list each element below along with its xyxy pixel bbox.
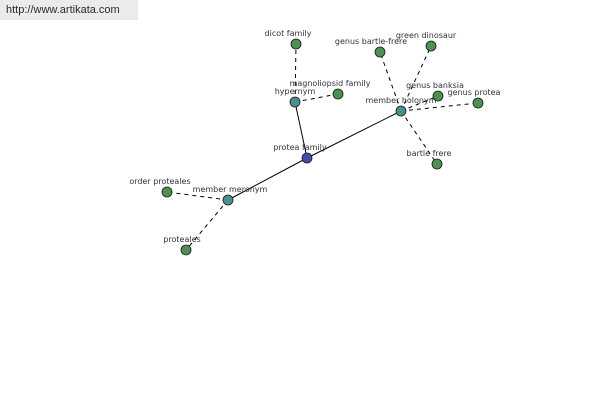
edge-member-holonym-genus-bartle-frere xyxy=(379,51,402,112)
site-banner[interactable]: http://www.artikata.com xyxy=(0,0,138,20)
site-url-link[interactable]: http://www.artikata.com xyxy=(6,4,120,16)
edge-hypernym-dicot-family xyxy=(294,43,297,103)
genus-bartle-frere-label[interactable]: genus bartle-frere xyxy=(335,37,407,46)
edge-member-meronym-order-proteales xyxy=(166,191,229,201)
green-dinosaur-label[interactable]: green dinosaur xyxy=(396,31,457,40)
member-meronym-node[interactable] xyxy=(222,194,234,206)
dicot-family-node[interactable] xyxy=(290,38,302,50)
edge-member-holonym-green-dinosaur xyxy=(400,45,432,112)
order-proteales-node[interactable] xyxy=(161,186,173,198)
genus-banksia-node[interactable] xyxy=(432,90,444,102)
magnoliopsid-family-node[interactable] xyxy=(332,88,344,100)
genus-protea-label[interactable]: genus protea xyxy=(448,88,501,97)
magnoliopsid-family-label[interactable]: magnoliopsid family xyxy=(290,79,371,88)
genus-bartle-frere-node[interactable] xyxy=(374,46,386,58)
protea-family-node[interactable] xyxy=(301,152,313,164)
graph-nodes xyxy=(161,38,484,256)
dicot-family-label[interactable]: dicot family xyxy=(265,29,312,38)
member-holonym-node[interactable] xyxy=(395,105,407,117)
hypernym-label[interactable]: hypernym xyxy=(275,87,316,96)
genus-banksia-label[interactable]: genus banksia xyxy=(406,81,464,90)
bartle-frere-label[interactable]: bartle frere xyxy=(407,149,452,158)
member-holonym-label[interactable]: member holonym xyxy=(365,96,436,105)
protea-family-label[interactable]: protea family xyxy=(273,143,327,152)
edge-member-holonym-genus-banksia xyxy=(400,95,439,112)
edge-member-holonym-bartle-frere xyxy=(400,110,438,165)
green-dinosaur-node[interactable] xyxy=(425,40,437,52)
order-proteales-label[interactable]: order proteales xyxy=(129,177,190,186)
proteales-label[interactable]: proteales xyxy=(163,235,200,244)
member-meronym-label[interactable]: member meronym xyxy=(193,185,268,194)
hypernym-node[interactable] xyxy=(289,96,301,108)
edge-center-member-meronym xyxy=(227,157,308,201)
edge-center-hypernym xyxy=(294,101,308,159)
edge-member-holonym-genus-protea xyxy=(400,102,479,112)
proteales-node[interactable] xyxy=(180,244,192,256)
edge-center-member-holonym xyxy=(306,110,402,159)
bartle-frere-node[interactable] xyxy=(431,158,443,170)
genus-protea-node[interactable] xyxy=(472,97,484,109)
graph-labels: protea family hypernym member holonym membe… xyxy=(129,29,500,244)
edge-member-meronym-proteales xyxy=(185,199,229,251)
graph-edges xyxy=(166,43,479,251)
